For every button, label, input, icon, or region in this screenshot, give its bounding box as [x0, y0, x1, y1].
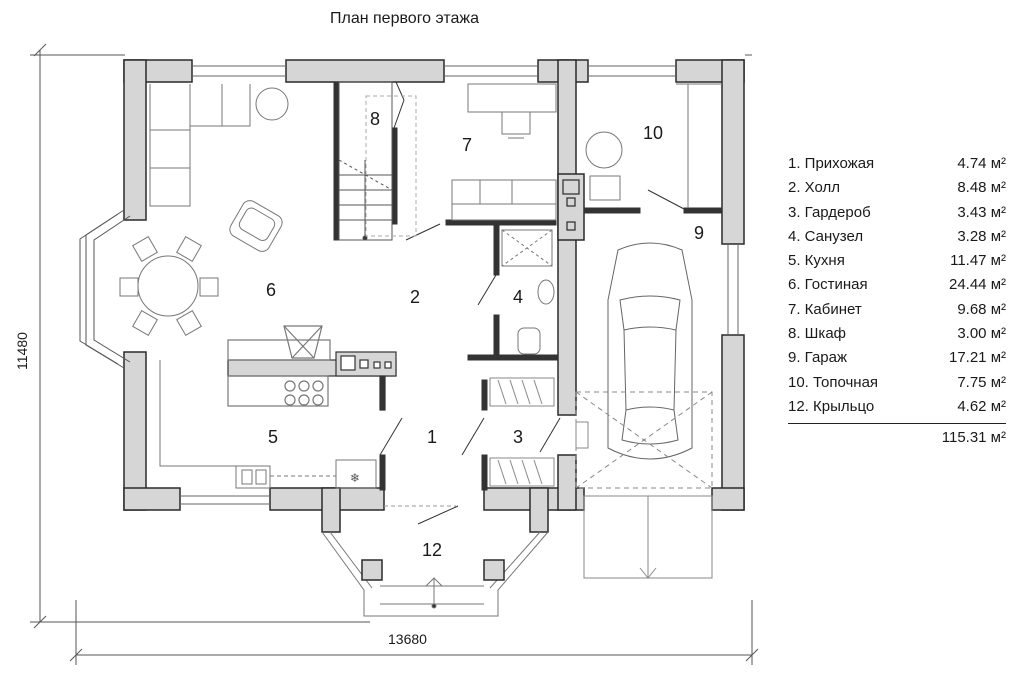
- room-number-5: 5: [268, 427, 278, 447]
- room-number-9: 9: [694, 223, 704, 243]
- room-number-12: 12: [422, 540, 442, 560]
- doors: [379, 81, 687, 525]
- plan-title: План первого этажа: [330, 10, 479, 27]
- fridge-icon: ❄: [350, 471, 360, 485]
- wardrobe-rails: [489, 377, 555, 487]
- room-number-2: 2: [410, 287, 420, 307]
- office-furniture: [451, 83, 557, 221]
- porch-columns: [361, 559, 505, 581]
- windows: [180, 65, 739, 505]
- room-number-8: 8: [370, 109, 380, 129]
- kitchen-island: [227, 325, 397, 411]
- dimension-height: 11480: [14, 332, 30, 370]
- dimension-lines: [30, 43, 759, 665]
- closet-outline: [365, 95, 417, 237]
- room-number-6: 6: [266, 280, 276, 300]
- room-number-3: 3: [513, 427, 523, 447]
- bay-window: [79, 209, 131, 369]
- room-number-7: 7: [462, 135, 472, 155]
- room-number-1: 1: [427, 427, 437, 447]
- legend-total: 115.31 м²: [941, 429, 1006, 447]
- chimney-icon: [562, 179, 580, 231]
- kitchen-counter: ❄: [159, 360, 377, 489]
- boiler-room-equipment: [585, 83, 722, 208]
- room-number-4: 4: [513, 287, 523, 307]
- legend-divider: [788, 423, 1006, 425]
- dining-table: [119, 236, 219, 336]
- garage-door-outline: [575, 391, 713, 579]
- room-numbers: 1 2 3 4 5 6 7 8 9 10 12: [266, 109, 704, 560]
- dimension-width: 13680: [388, 631, 427, 647]
- walls: [123, 59, 745, 533]
- room-number-10: 10: [643, 123, 663, 143]
- bathroom-fixtures: [501, 229, 555, 355]
- car-icon: [607, 242, 693, 460]
- living-room-furniture: [149, 84, 289, 252]
